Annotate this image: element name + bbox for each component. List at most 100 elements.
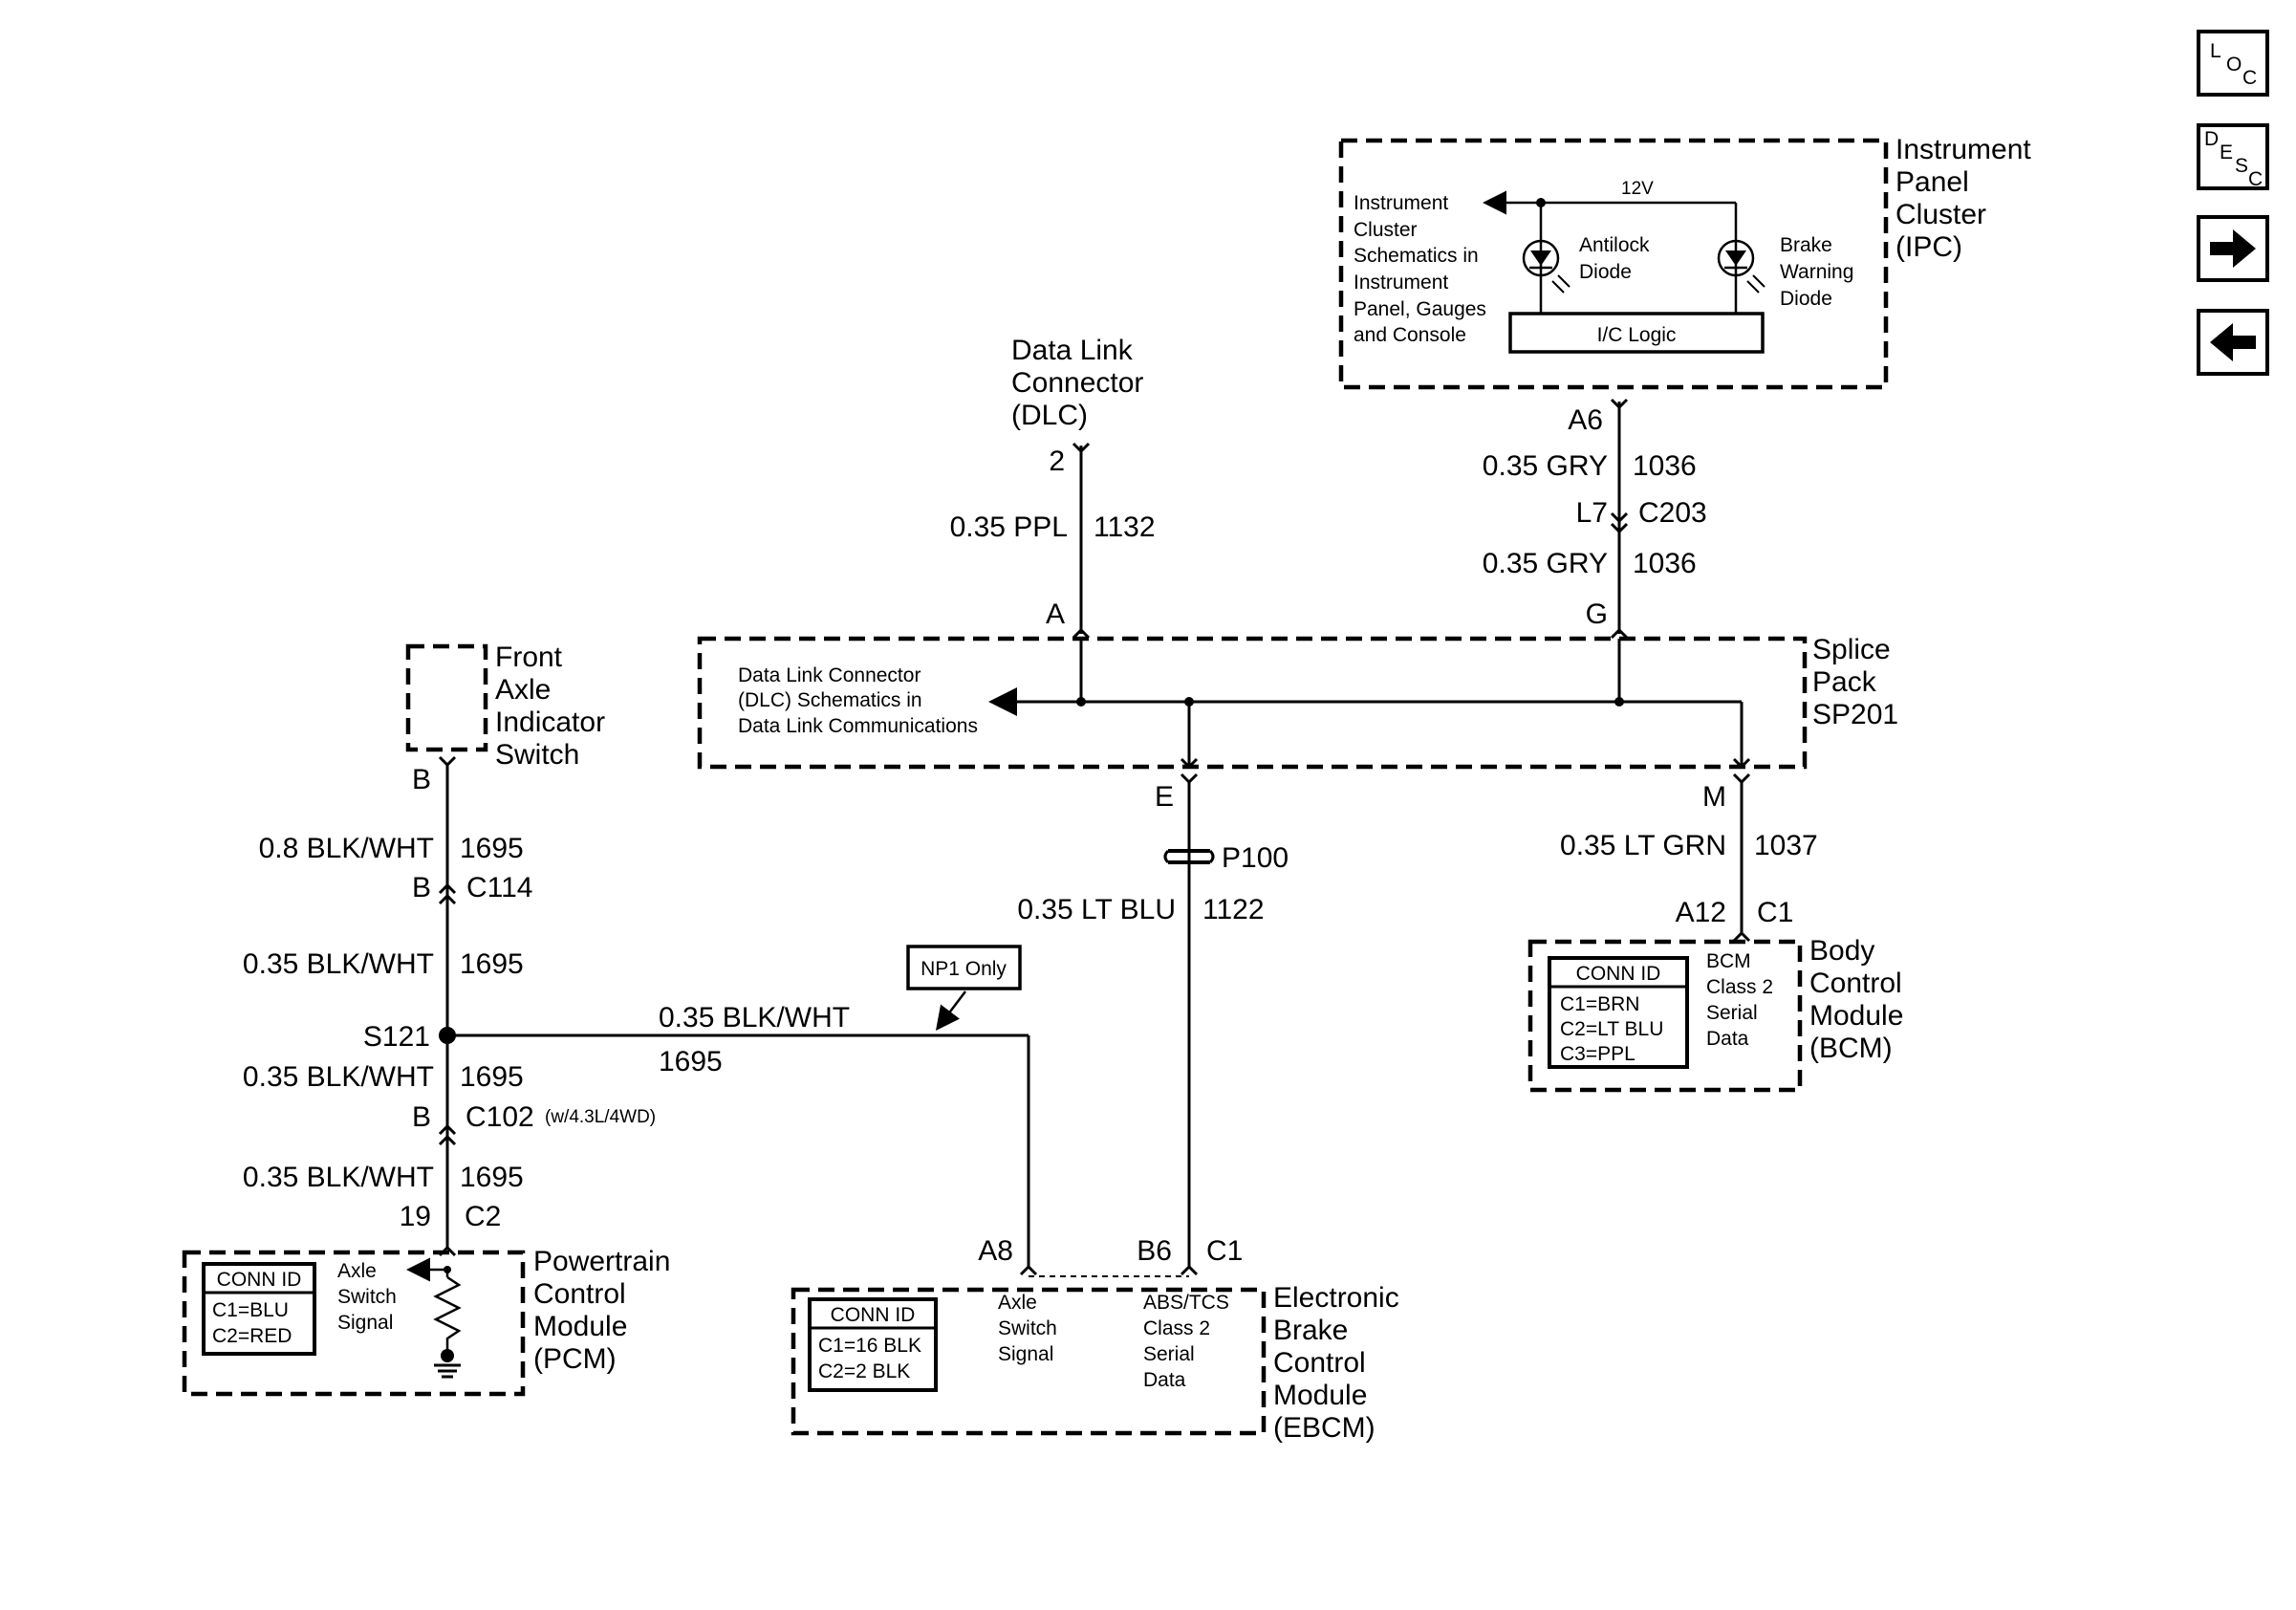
svg-text:Indicator: Indicator	[495, 707, 605, 738]
svg-text:0.35 LT BLU: 0.35 LT BLU	[1017, 894, 1176, 925]
c102-note: (w/4.3L/4WD)	[545, 1107, 656, 1127]
svg-text:C1=16 BLK: C1=16 BLK	[818, 1335, 921, 1357]
brake-warning-diode-icon	[1717, 239, 1765, 294]
svg-text:0.8 BLK/WHT: 0.8 BLK/WHT	[259, 833, 434, 864]
ipc-title: Instrument Panel Cluster (IPC)	[1895, 134, 2031, 263]
svg-text:1036: 1036	[1633, 548, 1697, 579]
front-axle-pin-b: B	[412, 764, 431, 795]
svg-text:Panel, Gauges: Panel, Gauges	[1354, 298, 1486, 320]
forward-button[interactable]	[2197, 215, 2269, 282]
desc-letter-e: E	[2220, 141, 2233, 163]
splice-pin-m: M	[1702, 781, 1726, 813]
desc-letter-c: C	[2248, 168, 2263, 190]
svg-text:L7: L7	[1576, 497, 1608, 529]
svg-text:Switch: Switch	[337, 1286, 397, 1308]
svg-text:Data Link Communications: Data Link Communications	[738, 715, 978, 737]
svg-text:Module: Module	[1809, 1000, 1903, 1032]
svg-text:Pack: Pack	[1812, 666, 1877, 698]
svg-text:A8: A8	[978, 1235, 1013, 1267]
pcm-signal-label: Axle Switch Signal	[337, 1260, 397, 1334]
ebcm-title: Electronic Brake Control Module (EBCM)	[1273, 1282, 1399, 1444]
front-axle-title: Front Axle Indicator Switch	[495, 642, 605, 771]
pcm-conn-id: CONN ID	[217, 1269, 302, 1291]
svg-text:S121: S121	[363, 1021, 430, 1053]
svg-text:(EBCM): (EBCM)	[1273, 1412, 1375, 1444]
svg-text:C1: C1	[1206, 1235, 1243, 1267]
svg-text:0.35 BLK/WHT: 0.35 BLK/WHT	[243, 948, 434, 980]
arrow-left-icon	[2210, 323, 2256, 361]
svg-text:Module: Module	[1273, 1380, 1367, 1411]
resistor-icon	[433, 1275, 462, 1350]
svg-text:0.35 GRY: 0.35 GRY	[1483, 548, 1608, 579]
svg-text:1036: 1036	[1633, 450, 1697, 482]
ebcm-wire: P100 0.35 LT BLU 1122	[1017, 772, 1289, 1276]
desc-letter-s: S	[2235, 155, 2248, 177]
bcm-serial-label: BCM Class 2 Serial Data	[1706, 950, 1773, 1050]
svg-text:C102: C102	[466, 1101, 534, 1133]
svg-text:Axle: Axle	[337, 1260, 377, 1282]
ipc-pin-a6: A6	[1568, 404, 1603, 436]
svg-text:Connector: Connector	[1011, 367, 1143, 399]
svg-text:Electronic: Electronic	[1273, 1282, 1399, 1314]
svg-text:C2: C2	[465, 1201, 501, 1232]
svg-text:Data Link: Data Link	[1011, 335, 1134, 366]
svg-text:Cluster: Cluster	[1895, 199, 1986, 230]
ebcm-signal-label: Axle Switch Signal	[998, 1292, 1057, 1365]
ebcm-conn-id: CONN ID	[831, 1304, 916, 1326]
svg-text:0.35 BLK/WHT: 0.35 BLK/WHT	[659, 1002, 850, 1033]
svg-text:C1: C1	[1757, 897, 1793, 928]
loc-letter-l: L	[2210, 40, 2221, 62]
splice-pin-g: G	[1586, 598, 1608, 630]
svg-text:Antilock: Antilock	[1579, 234, 1650, 256]
ipc-note: Instrument Cluster Schematics in Instrum…	[1354, 192, 1486, 346]
front-axle-switch: Front Axle Indicator Switch B	[405, 642, 605, 795]
arrow-right-icon	[2210, 229, 2256, 268]
svg-text:1695: 1695	[460, 948, 524, 980]
svg-text:B: B	[412, 1101, 431, 1133]
svg-text:Front: Front	[495, 642, 563, 673]
svg-text:Data Link Connector: Data Link Connector	[738, 664, 921, 686]
svg-text:C203: C203	[1638, 497, 1707, 529]
svg-text:1695: 1695	[659, 1046, 723, 1077]
svg-text:1122: 1122	[1202, 894, 1265, 925]
svg-text:C3=PPL: C3=PPL	[1560, 1043, 1635, 1065]
svg-text:Switch: Switch	[998, 1317, 1057, 1339]
svg-text:Control: Control	[1809, 968, 1902, 999]
p100-connector-icon	[1163, 849, 1215, 864]
svg-text:Powertrain: Powertrain	[533, 1246, 670, 1277]
svg-text:Schematics in: Schematics in	[1354, 245, 1479, 267]
ebcm-module: Electronic Brake Control Module (EBCM) A…	[791, 1235, 1399, 1444]
svg-text:and Console: and Console	[1354, 324, 1466, 346]
svg-text:1695: 1695	[460, 1061, 524, 1093]
svg-text:Class 2: Class 2	[1706, 976, 1773, 998]
svg-text:Brake: Brake	[1273, 1315, 1348, 1346]
svg-text:Data: Data	[1706, 1028, 1749, 1050]
svg-text:1132: 1132	[1094, 511, 1156, 543]
desc-button[interactable]: D E S C	[2197, 123, 2269, 190]
svg-text:Panel: Panel	[1895, 166, 1969, 198]
svg-text:Instrument: Instrument	[1354, 192, 1448, 214]
bcm-conn-id: CONN ID	[1576, 963, 1661, 985]
svg-text:0.35 BLK/WHT: 0.35 BLK/WHT	[243, 1162, 434, 1193]
loc-button[interactable]: L O C	[2197, 30, 2269, 97]
bcm-module: Body Control Module (BCM) CONN ID C1=BRN…	[1527, 935, 1903, 1093]
splice-pin-a: A	[1046, 598, 1065, 630]
svg-text:0.35 PPL: 0.35 PPL	[950, 511, 1068, 543]
svg-text:Cluster: Cluster	[1354, 219, 1418, 241]
svg-text:B6: B6	[1137, 1235, 1172, 1267]
svg-text:0.35 LT GRN: 0.35 LT GRN	[1560, 830, 1726, 861]
dlc-title: Data Link Connector (DLC)	[1011, 335, 1143, 431]
back-button[interactable]	[2197, 309, 2269, 376]
bcm-wire: 0.35 LT GRN 1037 A12 C1	[1560, 772, 1818, 943]
svg-text:Warning: Warning	[1780, 261, 1853, 283]
svg-text:Brake: Brake	[1780, 234, 1832, 256]
svg-text:Instrument: Instrument	[1354, 272, 1448, 294]
ipc-voltage-label: 12V	[1621, 179, 1654, 199]
svg-text:C2=LT BLU: C2=LT BLU	[1560, 1018, 1663, 1040]
ebcm-serial-label: ABS/TCS Class 2 Serial Data	[1143, 1292, 1229, 1391]
svg-text:Instrument: Instrument	[1895, 134, 2031, 165]
splice-pin-e: E	[1155, 781, 1174, 813]
svg-text:BCM: BCM	[1706, 950, 1751, 972]
antilock-diode-icon	[1522, 239, 1570, 294]
splice-note: Data Link Connector (DLC) Schematics in …	[738, 664, 978, 737]
